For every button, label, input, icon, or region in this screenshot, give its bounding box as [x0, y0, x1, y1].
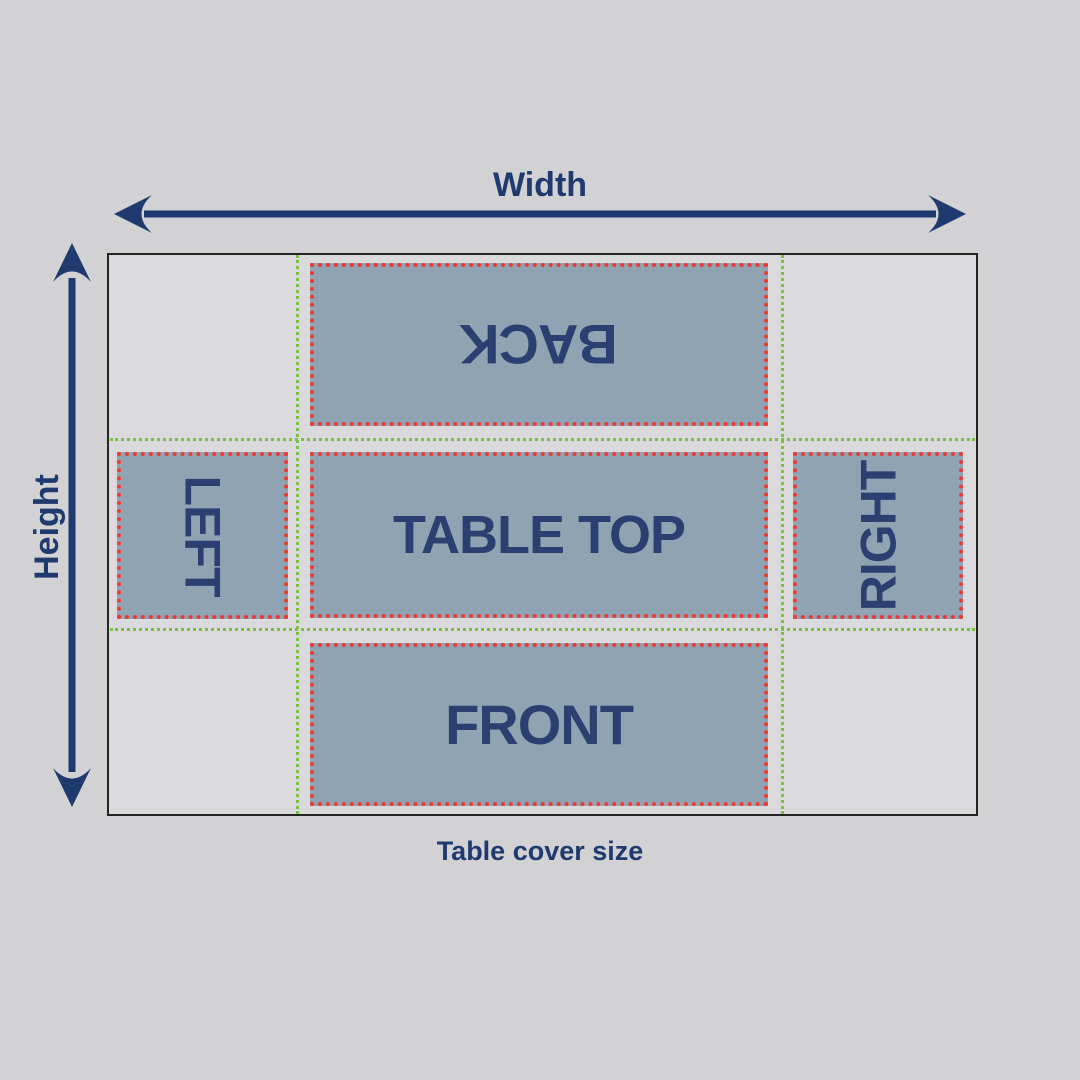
height-double-arrow [53, 243, 91, 807]
panel-table-top-label: TABLE TOP [392, 505, 686, 565]
height-arrowhead-bottom-icon [53, 768, 91, 807]
panel-right-label: RIGHT [849, 460, 906, 611]
panel-left-label: LEFT [174, 475, 231, 596]
diagram-caption: Table cover size [436, 836, 644, 866]
width-arrowhead-right-icon [928, 195, 966, 233]
width-arrowhead-left-icon [114, 195, 152, 233]
panel-right: RIGHT [793, 452, 963, 619]
panel-front: FRONT [310, 643, 768, 806]
fold-line-horizontal-bottom [110, 628, 975, 631]
panel-back-label: BACK [460, 313, 618, 376]
panel-front-label: FRONT [445, 693, 634, 756]
width-double-arrow [114, 195, 966, 233]
fold-line-vertical-left [296, 255, 299, 814]
width-dimension-label: Width [492, 166, 588, 204]
height-arrowhead-top-icon [53, 243, 91, 282]
fold-line-vertical-right [781, 255, 784, 814]
panel-left: LEFT [117, 452, 288, 619]
fold-line-horizontal-top [110, 438, 975, 441]
panel-table-top: TABLE TOP [310, 452, 768, 618]
panel-back: BACK [310, 263, 768, 426]
